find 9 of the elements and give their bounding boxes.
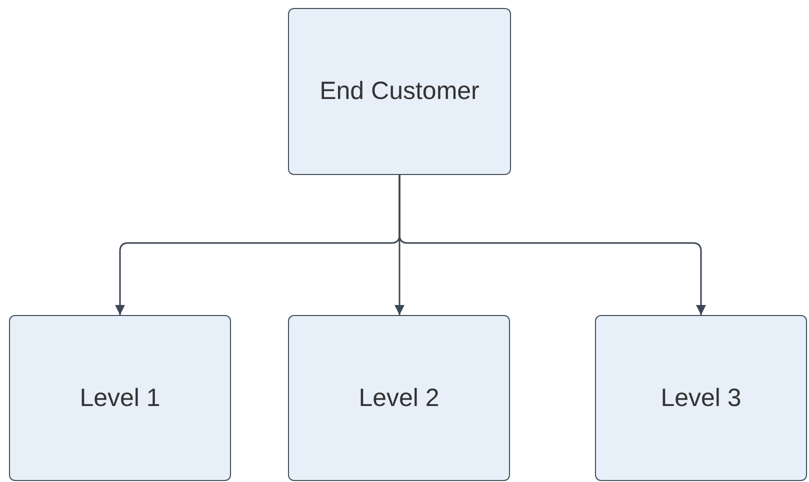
process-box	[595, 315, 807, 481]
box-label: Level 2	[358, 382, 440, 414]
box-label: Level 1	[78, 382, 162, 414]
process-box	[288, 8, 511, 175]
box-label: Level 3	[660, 382, 742, 414]
connector-arrow	[398, 175, 706, 315]
box-label: End Customer	[318, 76, 480, 107]
process-box	[288, 315, 510, 481]
process-box	[9, 315, 231, 481]
